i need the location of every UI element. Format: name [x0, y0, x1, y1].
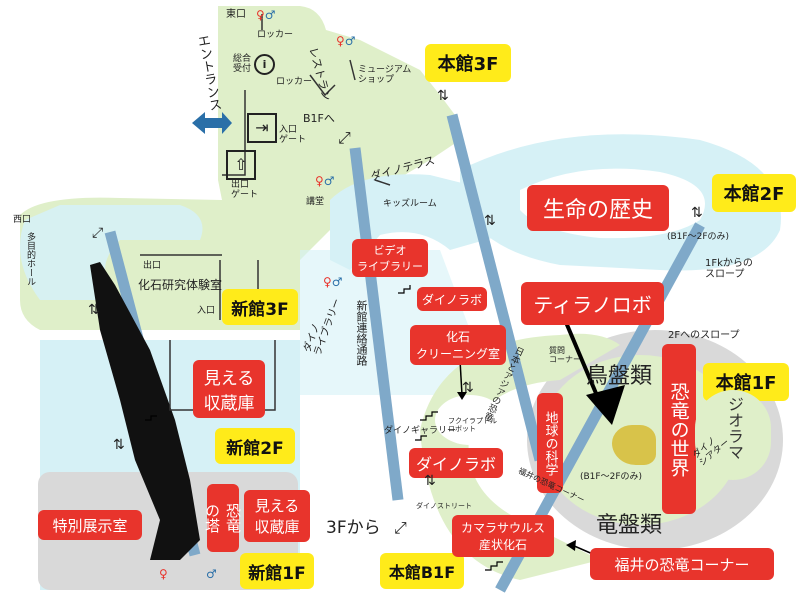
- entry-gate-icon[interactable]: ⇥: [247, 113, 277, 143]
- room-dino-lab-1[interactable]: ダイノラボ: [409, 448, 503, 478]
- room-kaseki-cleaning[interactable]: 化石 クリーニング室: [410, 325, 506, 365]
- trex-icon: [612, 425, 656, 465]
- room-video-library[interactable]: ビデオ ライブラリー: [352, 239, 428, 277]
- label-museum-shop: ミュージアム ショップ: [358, 65, 412, 85]
- label-sogo-uketsuke: 総合 受付: [233, 54, 252, 74]
- label-dino-gallery: ダイノギャラリー: [384, 426, 457, 436]
- room-seimei-no-rekishi[interactable]: 生命の歴史: [527, 185, 669, 231]
- floor-label-shinkan-2f: 新館2F: [215, 428, 295, 464]
- room-mieru-shuzoko-1[interactable]: 見える 収蔵庫: [193, 360, 265, 418]
- room-tokubetsu-tenjishitsu[interactable]: 特別展示室: [38, 510, 142, 540]
- label-kaseki-kenkyu[interactable]: 化石研究体験室: [138, 278, 223, 292]
- elevator-icon-6: ⇅: [462, 380, 474, 396]
- escalator-icon-2: ⤢: [92, 225, 104, 241]
- dino-theater-block[interactable]: [695, 390, 771, 480]
- label-nishiguchi: 西口: [13, 215, 32, 225]
- elevator-icon-4: ⇅: [88, 302, 100, 318]
- room-fukui-corner[interactable]: 福井の恐竜コーナー: [590, 548, 774, 580]
- elevator-icon-7: ⇅: [424, 473, 436, 489]
- restroom-icon-6: ♂: [206, 567, 217, 581]
- tyranno-arrowhead: [586, 385, 625, 425]
- entrance-area: [218, 6, 460, 330]
- b1f-ring-hole: [435, 395, 505, 445]
- floor-label-honkan-2f: 本館2F: [712, 174, 796, 212]
- ryuban-label: 竜盤類: [596, 513, 663, 538]
- restroom-icon-4: ♀♂: [323, 275, 343, 289]
- info-icon[interactable]: i: [254, 54, 275, 75]
- restroom-icon-2: ♀♂: [336, 34, 356, 48]
- label-slope-2f: 2Fへのスロープ: [668, 330, 740, 341]
- room-kamarasaurus[interactable]: カマラサウルス 産状化石: [452, 515, 554, 557]
- jiorama-label: ジオラマ: [725, 396, 744, 460]
- label-iriguchi: 入口: [197, 306, 216, 316]
- dino-tower-silhouette: [90, 262, 200, 560]
- label-iriguchi-gate: 入口 ゲート: [279, 125, 307, 145]
- elevator-icon-2: ⇅: [484, 213, 496, 229]
- elevator-icon-5: ⇅: [113, 437, 125, 453]
- floor-label-honkan-b1f: 本館B1F: [380, 553, 464, 589]
- restroom-icon-1: ♀♂: [256, 8, 276, 22]
- label-deguchi: 出口: [143, 261, 162, 271]
- label-locker-1: ロッカー: [257, 30, 294, 40]
- label-b1f-2f-1: (B1F〜2Fのみ): [667, 232, 730, 242]
- elevator-icon-1: ⇅: [437, 88, 449, 104]
- restroom-icon-3: ♀♂: [315, 174, 335, 188]
- room-tyranno-robo[interactable]: ティラノロボ: [521, 282, 664, 325]
- floor-label-shinkan-3f: 新館3F: [222, 289, 298, 325]
- floor-label-shinkan-1f: 新館1F: [240, 553, 314, 589]
- room-chikyu-no-kagaku[interactable]: 地球の科学: [537, 393, 563, 493]
- left-loop: [20, 205, 203, 300]
- exit-gate-icon[interactable]: ⇧: [226, 150, 256, 180]
- escalator-icon-1: ⤢: [338, 128, 351, 147]
- room-dino-lab-2[interactable]: ダイノラボ: [417, 287, 487, 311]
- label-b1f-2f-2: (B1F〜2Fのみ): [580, 472, 643, 482]
- label-locker-2: ロッカー: [276, 77, 313, 87]
- label-shinkan-renraku: 新館連絡通路: [355, 300, 368, 366]
- room-kyoryu-no-sekai[interactable]: 恐竜の世界: [662, 344, 696, 514]
- floor-label-honkan-3f: 本館3F: [425, 44, 511, 82]
- label-slope-1f: 1Fkからの スロープ: [705, 258, 753, 280]
- label-b1f-he: B1Fへ: [303, 112, 335, 125]
- label-dino-street: ダイノストリート: [416, 502, 472, 510]
- restroom-icon-5: ♀: [159, 567, 168, 581]
- entrance-arrow: [192, 112, 232, 134]
- room-kyoryu-no-to[interactable]: 恐竜 の塔: [203, 484, 242, 552]
- label-kids-room: キッズルーム: [383, 199, 437, 209]
- elevator-shaft-2: [349, 147, 404, 501]
- label-koushitsu: 講堂: [306, 197, 325, 207]
- label-higashiguchi: 東口: [226, 9, 246, 20]
- label-3f-kara: 3Fから: [326, 518, 381, 538]
- elevator-icon-3: ⇅: [691, 205, 703, 221]
- room-mieru-shuzoko-2[interactable]: 見える 収蔵庫: [244, 490, 310, 542]
- label-tamokuteki-hall: 多目的ホール: [25, 232, 35, 286]
- label-shitsumon: 質問 コーナー: [549, 346, 581, 364]
- label-deguchi-gate: 出口 ゲート: [231, 180, 259, 200]
- elevator-shaft-3: [446, 113, 546, 462]
- label-fukuiraptor: フクイラプトル ロボット: [448, 417, 497, 433]
- escalator-icon-3: ⤢: [394, 518, 407, 537]
- chogo-label: 鳥盤類: [586, 364, 653, 389]
- tyranno-arrow: [563, 319, 600, 399]
